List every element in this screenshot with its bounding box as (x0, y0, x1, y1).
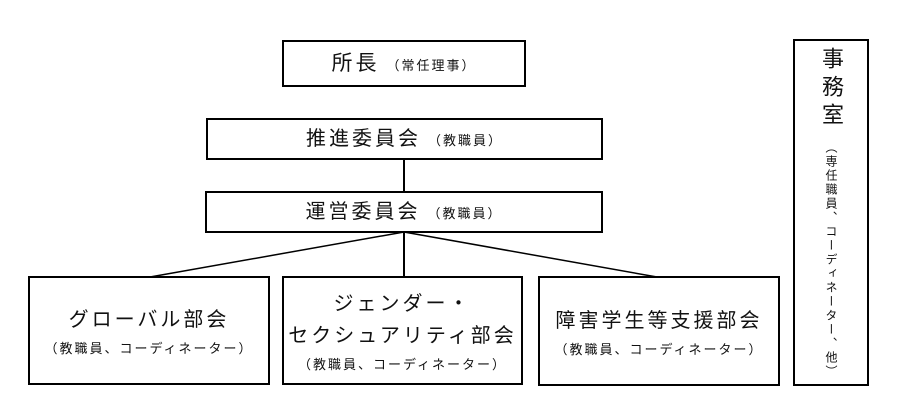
subcommittee-disability-support-note: （教職員、コーディネーター） (554, 341, 764, 357)
promotion-committee-note: （教職員） (427, 133, 503, 148)
subcommittee-global-title: グローバル部会 (68, 309, 230, 331)
subcommittee-gender-sexuality-title: ジェンダー・ セクシュアリティ部会 (288, 293, 517, 347)
subcommittee-global-note: （教職員、コーディネーター） (44, 341, 254, 356)
connector-steering-to-disability-line (403, 231, 658, 278)
connector-steering-to-global-line (149, 231, 405, 278)
office-text: 事務室 （専任職員、コーディネーター、他） (819, 46, 844, 379)
promotion-committee-box: 推進委員会 （教職員） (206, 118, 603, 160)
director-title: 所長 (331, 51, 380, 75)
steering-committee-title: 運営委員会 (305, 201, 421, 223)
subcommittee-gender-sexuality-note: （教職員、コーディネーター） (297, 357, 508, 372)
subcommittee-disability-support-box: 障害学生等支援部会 （教職員、コーディネーター） (538, 276, 780, 386)
promotion-committee-title: 推進委員会 (305, 128, 421, 150)
steering-committee-box: 運営委員会 （教職員） (205, 191, 603, 233)
director-box: 所長 （常任理事） (282, 40, 526, 87)
subcommittee-gender-sexuality-box: ジェンダー・ セクシュアリティ部会 （教職員、コーディネーター） (282, 276, 523, 385)
office-note: （専任職員、コーディネーター、他） (824, 140, 838, 379)
steering-committee-note: （教職員） (427, 206, 503, 221)
office-box: 事務室 （専任職員、コーディネーター、他） (793, 39, 869, 386)
subcommittee-global-box: グローバル部会 （教職員、コーディネーター） (28, 276, 270, 385)
office-title: 事務室 (819, 46, 844, 131)
subcommittee-disability-support-title: 障害学生等支援部会 (555, 309, 763, 332)
director-note: （常任理事） (386, 57, 477, 73)
